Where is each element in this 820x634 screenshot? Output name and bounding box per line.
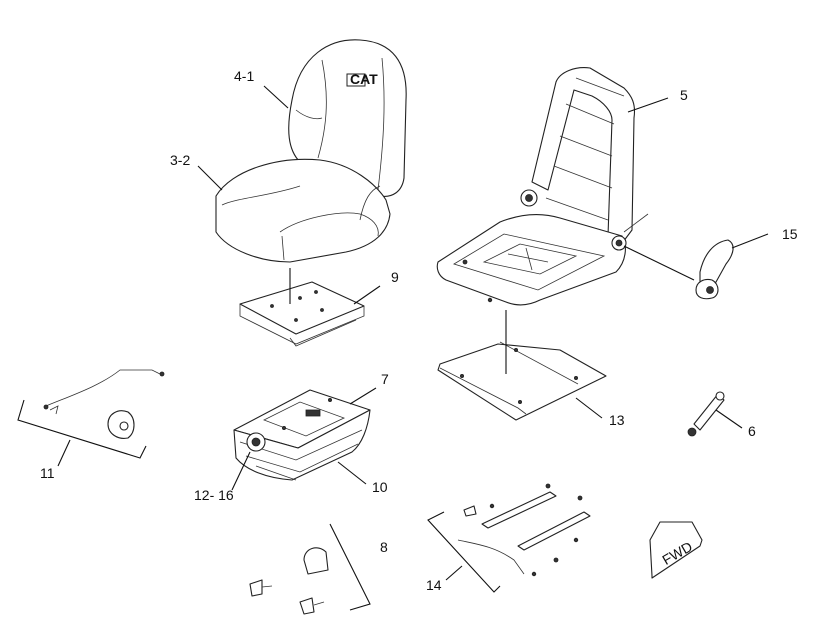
- hardware-kit: [249, 547, 329, 615]
- slide-rails-base: [437, 341, 607, 421]
- shock-absorber: [687, 391, 725, 437]
- rail-kit: [457, 483, 591, 577]
- callout-6: 6: [748, 423, 756, 439]
- fwd-direction-arrow: FWD: [649, 521, 703, 579]
- callout-3-2: 3-2: [170, 152, 190, 168]
- seat-cushion-assembly: CAT: [215, 39, 407, 263]
- cat-logo: CAT: [346, 71, 378, 87]
- callout-11: 11: [40, 465, 55, 481]
- cable-kit: [43, 369, 165, 439]
- callout-9: 9: [391, 269, 399, 285]
- seat-suspension: [233, 389, 371, 481]
- svg-text:CAT: CAT: [350, 71, 378, 87]
- callout-12-16: 12- 16: [194, 487, 234, 503]
- callout-8: 8: [380, 539, 388, 555]
- callouts: 4-1 3-2 5 15 9 7 13 6 11 10 12- 16 8 14: [17, 68, 798, 611]
- callout-4-1: 4-1: [234, 68, 254, 84]
- callout-14: 14: [426, 577, 442, 593]
- callout-10: 10: [372, 479, 388, 495]
- assembly-lines: [289, 268, 507, 374]
- recline-handle: [623, 239, 734, 300]
- callout-5: 5: [680, 87, 688, 103]
- callout-7: 7: [381, 371, 389, 387]
- callout-13: 13: [609, 412, 625, 428]
- mounting-plate: [239, 281, 365, 347]
- callout-15: 15: [782, 226, 798, 242]
- seat-frame: [436, 67, 649, 306]
